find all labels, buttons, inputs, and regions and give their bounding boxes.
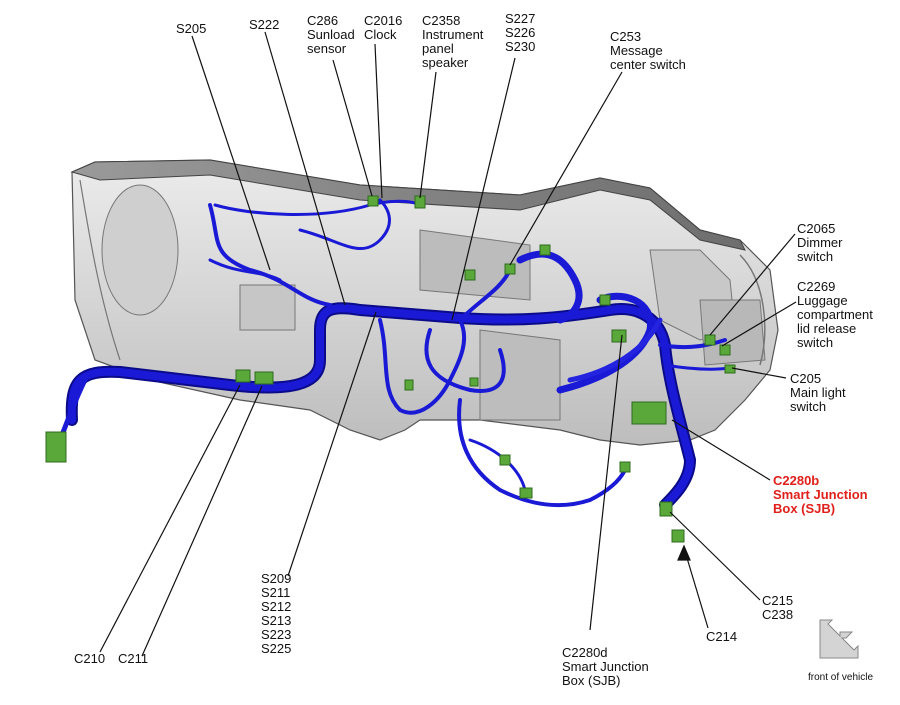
label-c211: C211 — [118, 651, 149, 666]
connector-c205 — [724, 364, 736, 374]
connector-c2269 — [719, 344, 731, 356]
label-s205: S205 — [176, 21, 207, 36]
connector-c215 — [659, 501, 673, 517]
connector-c286 — [367, 195, 379, 207]
connectors — [45, 195, 736, 543]
leader-lines — [99, 31, 797, 657]
connector-c2280d — [611, 329, 627, 343]
connector-c253 — [504, 263, 516, 275]
label-c210: C210 — [74, 651, 106, 666]
connector-c2065 — [704, 334, 716, 346]
connector-c211b — [254, 371, 274, 385]
label-front-of-vehicle: front of vehicle — [808, 672, 874, 683]
label-c214: C214 — [706, 629, 738, 644]
connector-c214 — [671, 529, 685, 543]
front-of-vehicle-arrow-icon — [819, 619, 859, 659]
connector-c211a — [235, 369, 251, 383]
connector-c2280b — [631, 401, 667, 425]
connector-c210 — [45, 431, 67, 463]
label-s222: S222 — [249, 17, 280, 32]
